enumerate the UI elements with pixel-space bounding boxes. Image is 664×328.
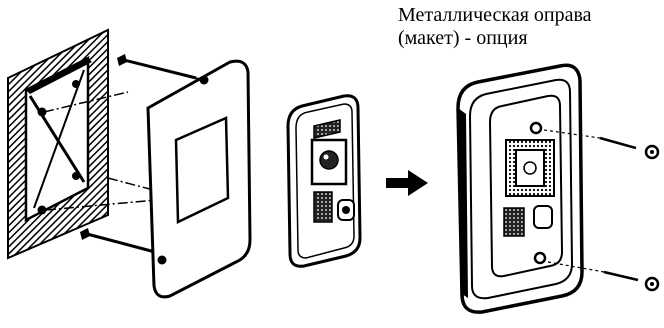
assembly-arrow <box>386 170 428 196</box>
caption-line-1: Металлическая оправа <box>398 4 592 26</box>
metal-frame-assembly <box>456 63 584 314</box>
mounting-plate <box>146 59 252 299</box>
metal-frame-caption: Металлическая оправа (макет) - опция <box>398 4 662 50</box>
door-station-unit <box>286 94 362 268</box>
caption-line-2: (макет) - опция <box>398 27 528 49</box>
wall-mounting-box <box>7 28 109 260</box>
frame-screw-top <box>543 129 660 160</box>
top-screw <box>117 54 205 81</box>
bottom-screw <box>80 228 156 254</box>
frame-screw-bottom <box>547 261 660 292</box>
